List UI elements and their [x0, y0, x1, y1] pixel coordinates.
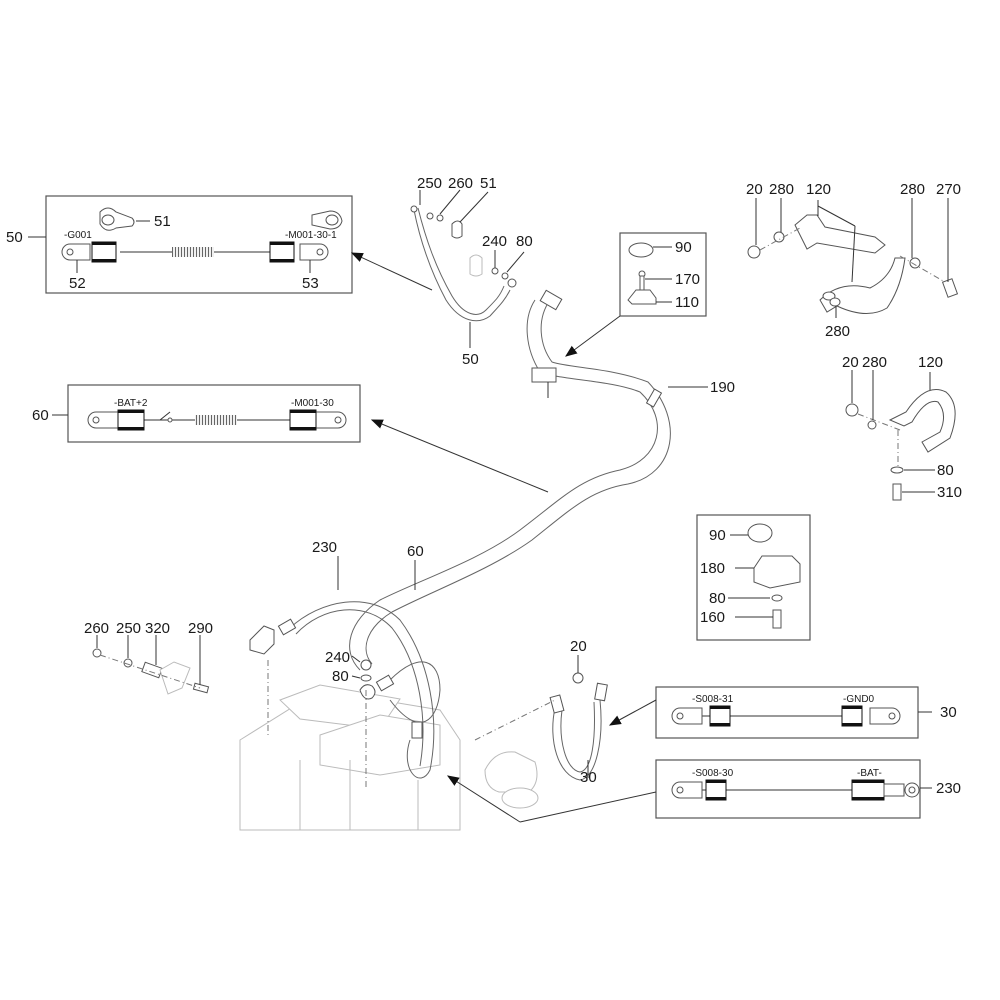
- detail-box-60: 60 -BAT+2 -M001-30: [32, 384, 361, 443]
- callout-280-br2: 280: [862, 354, 887, 371]
- callout-80-bat: 80: [332, 668, 349, 685]
- bolt-270-icon: [941, 278, 959, 298]
- cable-sleeve-icon: [195, 415, 237, 425]
- bolt-20-icon: [845, 403, 859, 417]
- connector-label-g001: -G001: [64, 230, 92, 241]
- ring-terminal-right-icon: [841, 705, 901, 727]
- battery-terminal-clamp-icon: [249, 625, 275, 655]
- clamp-90-icon: [628, 242, 654, 258]
- connector-label-s008-31: -S008-31: [692, 694, 734, 705]
- callout-250-left: 250: [116, 620, 141, 637]
- callout-250-top: 250: [417, 175, 442, 192]
- clip-190-icon: [645, 388, 663, 408]
- connector-label-s008-30: -S008-30: [692, 768, 734, 779]
- connector-label-m001-30: -M001-30: [291, 398, 334, 409]
- terminal-320-icon: [141, 661, 163, 679]
- callout-80-top: 80: [516, 233, 533, 250]
- ring-terminal-left-icon: [61, 241, 117, 263]
- callout-80-mid: 80: [709, 590, 726, 607]
- screw-170-icon: [638, 270, 646, 291]
- callout-160: 160: [700, 609, 725, 626]
- cable-230: 230 240 80: [249, 539, 441, 790]
- cable-sleeve-icon: [172, 247, 214, 257]
- terminal-boot-51-icon: [451, 220, 463, 239]
- fastener-group-left: 260 250 320 290: [84, 620, 213, 695]
- ring-terminal-right-icon: [269, 241, 329, 263]
- callout-30-main: 30: [580, 769, 597, 786]
- callout-80-br2: 80: [937, 462, 954, 479]
- detail-box-230: 230 -S008-30 -BAT-: [446, 759, 961, 823]
- cable-30-assembly: 20 30: [474, 638, 608, 809]
- callout-60-box: 60: [32, 407, 49, 424]
- callout-170: 170: [675, 271, 700, 288]
- callout-120-br2: 120: [918, 354, 943, 371]
- detail-box-holder: 90 180 80 160: [696, 514, 811, 641]
- ring-terminal-left-icon: [671, 779, 727, 801]
- holder-110-icon: [627, 289, 657, 305]
- callout-280-br1b: 280: [900, 181, 925, 198]
- bracket-120-lower: 20 280 120 80 310: [842, 354, 962, 501]
- ring-terminal-left-icon: [87, 409, 145, 431]
- callout-120-br1: 120: [806, 181, 831, 198]
- callout-52: 52: [69, 275, 86, 292]
- callout-90-top: 90: [675, 239, 692, 256]
- terminal-boot-51-icon: [99, 207, 135, 231]
- ring-terminal-left-icon: [671, 705, 731, 727]
- bracket-120-assembly: 20 280 120 280 270 280: [746, 181, 961, 340]
- callout-53: 53: [302, 275, 319, 292]
- terminal-boot-icon: [311, 210, 343, 230]
- callout-260-left: 260: [84, 620, 109, 637]
- connector-label-bat-minus: -BAT-: [857, 768, 882, 779]
- callout-180: 180: [700, 560, 725, 577]
- callout-51-box: 51: [154, 213, 171, 230]
- screw-160-icon: [772, 609, 782, 629]
- cable-50-assembly: 250 260 51 240 80 50: [350, 175, 533, 368]
- callout-110: 110: [675, 294, 699, 311]
- cable-clip-icon: [531, 367, 557, 383]
- callout-260-top: 260: [448, 175, 473, 192]
- callout-190: 190: [710, 379, 735, 396]
- bolt-20-icon: [572, 672, 584, 684]
- callout-30-box: 30: [940, 704, 957, 721]
- nut-260-icon: [92, 648, 102, 658]
- callout-230-box: 230: [936, 780, 961, 797]
- callout-320: 320: [145, 620, 170, 637]
- connector-label-bat-plus-2: -BAT+2: [114, 398, 148, 409]
- battery-clamp-terminal-icon: [851, 779, 920, 801]
- callout-280-br1a: 280: [769, 181, 794, 198]
- callout-60-main: 60: [407, 543, 424, 560]
- cable-60: 190 60: [349, 289, 735, 671]
- detail-box-50: 50 51 -G001 -M001-30-1 52: [6, 195, 353, 294]
- callout-310: 310: [937, 484, 962, 501]
- callout-240-bat: 240: [325, 649, 350, 666]
- callout-20-br2: 20: [842, 354, 859, 371]
- bolt-290-icon: [192, 682, 210, 694]
- fuse-switch-icon: [159, 411, 171, 421]
- bolt-20-icon: [747, 245, 761, 259]
- callout-280-br1c: 280: [825, 323, 850, 340]
- detail-box-clip: 90 170 110: [565, 232, 707, 357]
- callout-90-mid: 90: [709, 527, 726, 544]
- battery: [239, 684, 461, 831]
- holder-180-icon: [753, 555, 801, 589]
- clamp-90-icon: [747, 523, 773, 543]
- callout-230-main: 230: [312, 539, 337, 556]
- callout-50-main: 50: [462, 351, 479, 368]
- ring-terminal-right-icon: [289, 409, 347, 431]
- callout-50-box: 50: [6, 229, 23, 246]
- detail-box-30: 30 -S008-31 -GND0: [608, 686, 957, 739]
- connector-label-gnd0: -GND0: [843, 694, 875, 705]
- callout-240-top: 240: [482, 233, 507, 250]
- starter-motor-icon: [484, 751, 538, 793]
- connector-label-m001-30-1: -M001-30-1: [285, 230, 337, 241]
- callout-51-top: 51: [480, 175, 497, 192]
- callout-20-br1: 20: [746, 181, 763, 198]
- ring-lug-icon: [411, 721, 423, 739]
- callout-290: 290: [188, 620, 213, 637]
- callout-270: 270: [936, 181, 961, 198]
- callout-20-gnd: 20: [570, 638, 587, 655]
